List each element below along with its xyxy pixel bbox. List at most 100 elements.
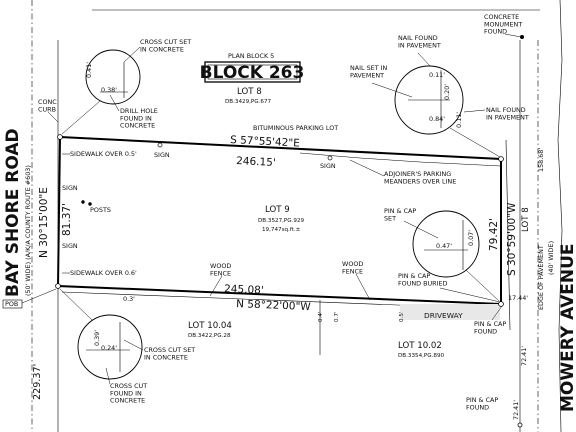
bay-shore-road-label: BAY SHORE ROAD [3,128,23,297]
detail-mr-dim-a: 0.47' [436,242,452,250]
edge-of-pavement-label: EDGE OF PAVEMENT [537,245,545,310]
concrete-monument-marker [520,35,524,39]
lot-8-top-ref: DB.3429,PG.677 [225,99,272,105]
detail-tl-dim-a: 0.41' [85,62,93,78]
driveway-area [400,304,500,320]
west-line-bearing: N 30°15'00"E [38,187,50,258]
post-marker-2 [88,202,92,206]
leader-wood-fence-1 [209,275,223,297]
detail-tr-dim-a: 0.11' [429,71,445,79]
mowery-avenue-sub: (40' WIDE) [547,241,555,275]
lot-9-ref: DB.3527,PG.929 [258,218,305,224]
monument-sw [55,283,61,289]
edge-of-pavement-line [505,139,511,331]
sign-label-3: SIGN [62,184,78,192]
detail-tr-dim-c: 0.84' [429,115,445,123]
leader-pin-cap-found-right [491,305,503,321]
detail-circle-bottom-left: 0.39' 0.24' [77,314,143,380]
dim-0-7: 0.7' [334,312,340,322]
monument-ne [498,156,504,162]
detail-circle-mid-right: 0.47' 0.07' [412,210,480,278]
leader-conc-curb [47,111,59,123]
mowery-avenue-right-edge [557,0,563,432]
detail-tl-dim-b: 0.38' [101,86,117,94]
block-label: BLOCK 263 [200,63,305,83]
leader-nail-found-top [417,52,431,67]
sidewalk-top-note: SIDEWALK OVER 0.5' [70,150,137,158]
plan-block-title: PLAN BLOCK 5 [228,52,274,60]
south-line-bearing: N 58°22'00"W [236,298,312,313]
sign-marker-1 [157,142,163,148]
dim-72-41-b: 72.41' [512,400,520,420]
lot-10-04-label: LOT 10.04 [188,321,232,331]
north-line-distance: 246.15' [236,155,276,169]
detail-mr-dim-b: 0.07' [467,230,475,246]
lot-8-top-label: LOT 8 [237,87,262,97]
lot-8-right-label: LOT 8 [521,207,531,232]
north-line-bearing: S 57°55'42"E [230,134,300,150]
leader-wood-fence-2 [355,273,371,301]
leader-drill-hole [109,94,120,112]
detail-bl-dim-a: 0.39' [93,330,101,346]
mowery-avenue-label: MOWERY AVENUE [558,243,576,412]
detail-tr-dim-b: 0.20' [443,84,451,100]
west-line-distance: 81.37' [61,203,73,236]
dim-72-41: 72.41' [520,346,528,366]
leader-cross-cut-bottom [123,339,144,351]
leader-nail-found-right [463,109,486,113]
monument-se [498,301,504,307]
dim-158-68: 158.68' [537,148,545,172]
detail-bl-dim-b: 0.24' [101,344,117,352]
leader-tl-to-corner [61,100,101,135]
lot-9-area: 19,747sq.ft.± [262,227,301,233]
monument-nw [57,134,63,140]
detail-circle-top-left: 0.41' 0.38' [85,49,141,105]
leader-cross-cut-found [105,367,111,385]
block-label-box [204,61,301,83]
pob-label: POB [5,300,18,308]
bay-shore-road-sub: (50' WIDE) (A/K/A COUNTY ROUTE #603) [24,165,32,296]
sidewalk-bottom-note: SIDEWALK OVER 0.6' [70,269,137,277]
sign-label-2: SIGN [320,162,336,170]
sign-label-4: SIGN [62,242,78,250]
sign-label-1: SIGN [154,151,170,159]
detail-circle-top-right: 0.11' 0.20' 0.84' 0.11' [394,65,464,135]
east-line-distance: 79.42' [488,218,500,251]
dim-0-4: 0.4' [318,312,324,322]
leader-adjoiner [349,159,385,177]
leader-bl-to-corner [59,288,93,321]
adjoiner-parking-edge [299,152,502,167]
pin-cap-found-bottom-marker [517,422,523,428]
leader-pin-cap-buried [439,287,501,303]
lot-10-04-ref: DB.3422,PG.28 [188,333,231,339]
dim-0-3: 0.3' [123,295,135,303]
dim-0-5: 0.5' [399,312,405,322]
lot-9-label: LOT 9 [265,205,290,215]
leader-cross-cut-top [123,46,141,63]
leader-tr-to-corner [449,127,501,158]
leader-mr-to-corner [465,269,500,302]
dim-229-37: 229.37' [32,364,43,400]
lot-10-02-ref: DB.3354,PG.890 [398,353,445,359]
bituminous-parking-note: BITUMINOUS PARKING LOT [253,124,338,132]
dim-17-44: 17.44' [508,294,528,302]
east-line-bearing: S 30°59'00"W [506,202,518,276]
posts-label: POSTS [90,206,111,214]
